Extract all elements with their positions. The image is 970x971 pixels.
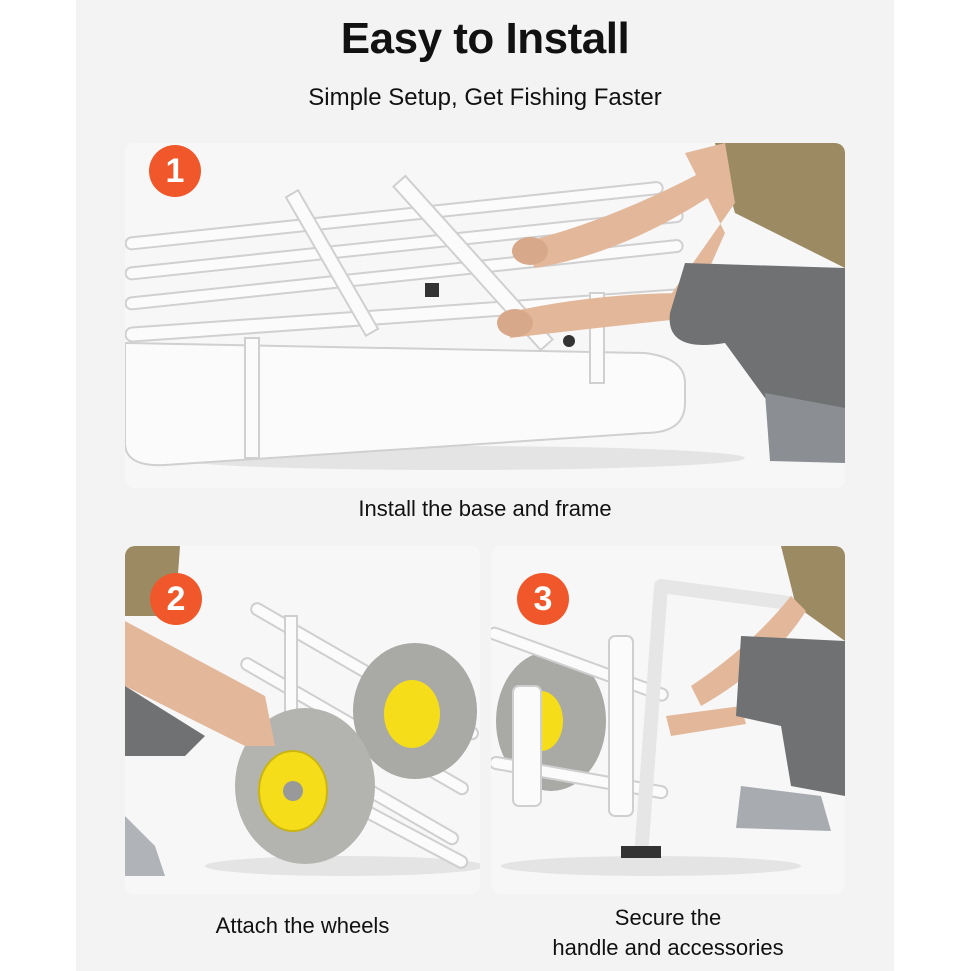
person-illustration [497, 143, 845, 463]
step-2-caption: Attach the wheels [215, 913, 390, 938]
step-3-image [491, 546, 845, 894]
step-1-image [125, 143, 845, 488]
step-3-caption: Secure the handle and accessories [491, 903, 845, 963]
page-subtitle: Simple Setup, Get Fishing Faster [308, 84, 662, 111]
step-3-caption-line1: Secure the [614, 905, 722, 930]
step-1-caption: Install the base and frame [358, 496, 612, 521]
page-title: Easy to Install [340, 14, 630, 63]
back-wheel [353, 643, 477, 779]
step-2-badge: 2 [150, 573, 202, 625]
step-3-caption-line2: handle and accessories [552, 935, 784, 960]
cart-frame-illustration [125, 174, 686, 467]
step-3-badge: 3 [517, 573, 569, 625]
front-wheel [235, 708, 375, 864]
step-1-badge: 1 [149, 145, 201, 197]
